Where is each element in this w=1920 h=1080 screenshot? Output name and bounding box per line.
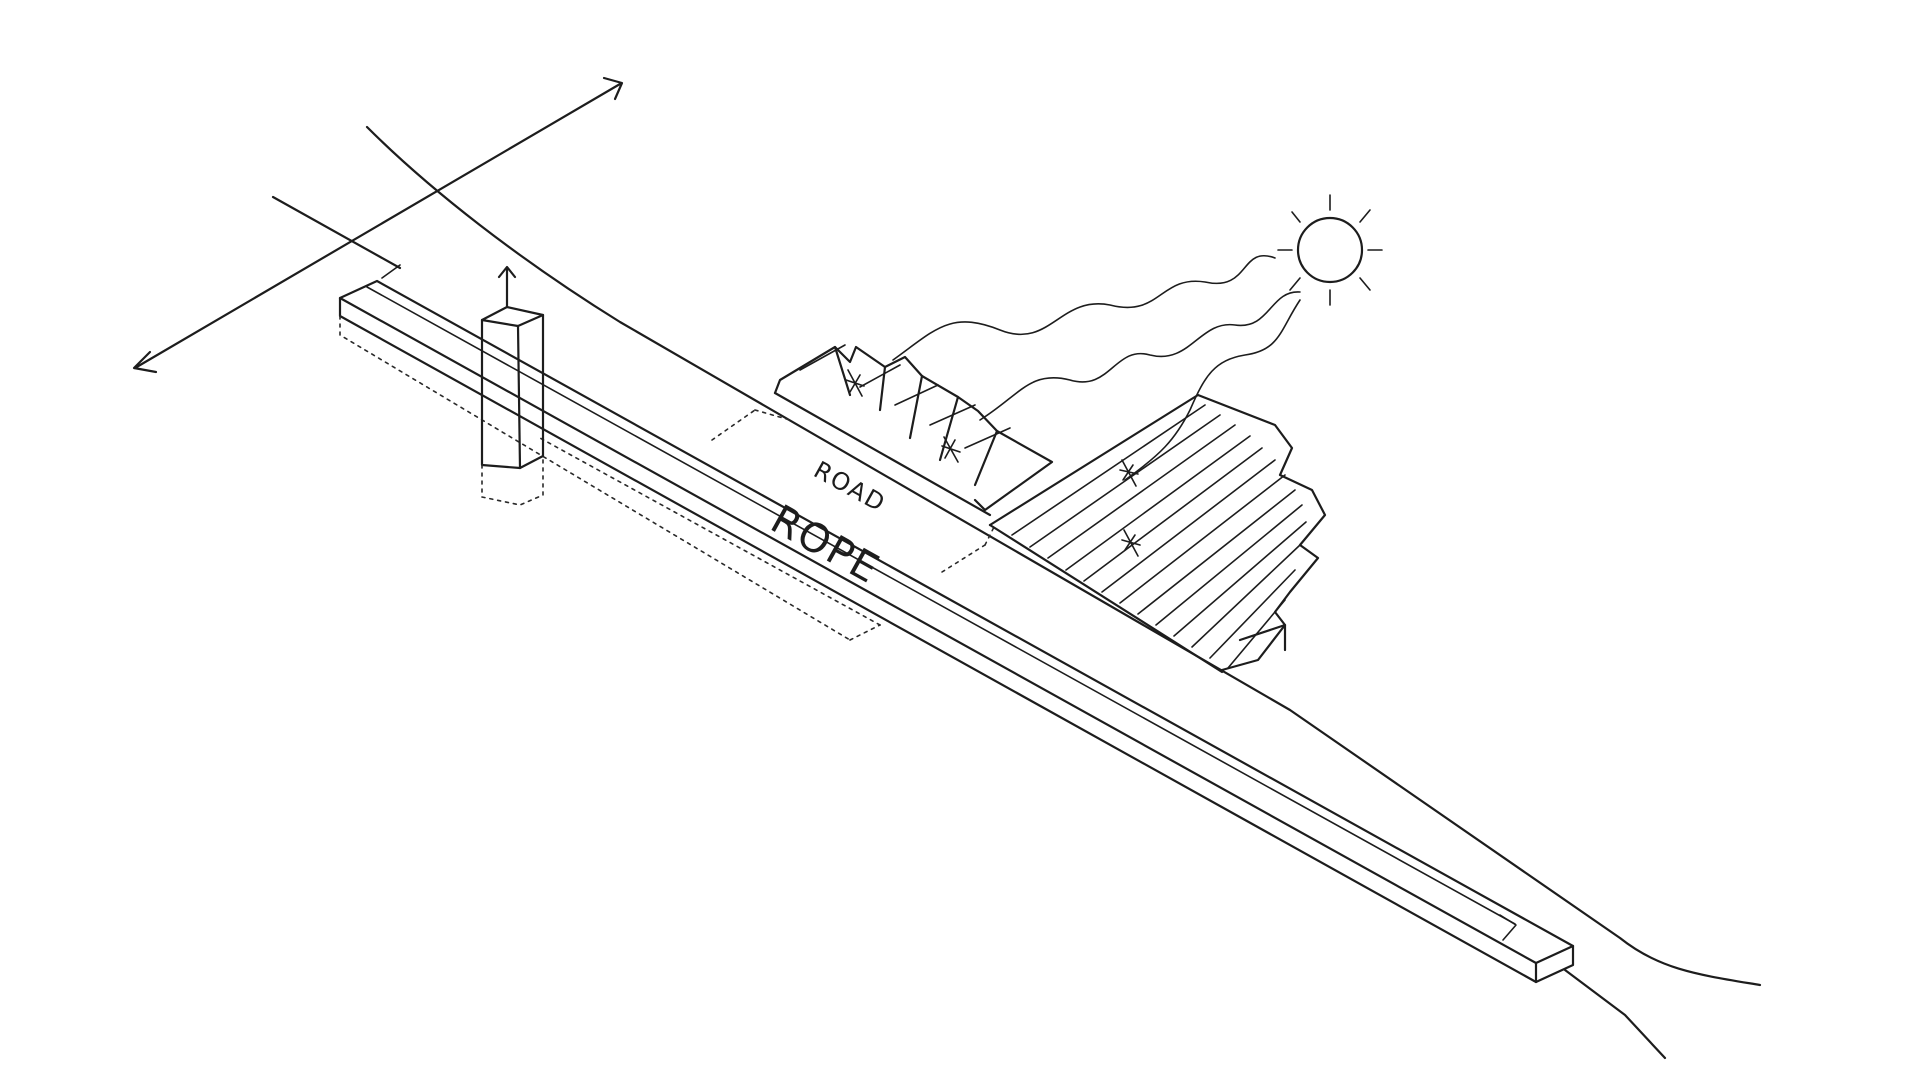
sun-icon — [1277, 194, 1383, 306]
terrain-slope-line — [365, 125, 1762, 1060]
vertical-post — [480, 265, 545, 506]
sunlight-rays — [892, 255, 1301, 481]
road-label: ROAD — [809, 456, 891, 518]
stepped-solar-panels — [773, 344, 1054, 517]
corrugated-solar-array — [988, 393, 1327, 674]
sparkle-icon — [845, 369, 1141, 557]
rope-beam — [338, 264, 1575, 984]
rope-shadow-dotted — [339, 315, 881, 641]
cross-direction-axis — [132, 76, 624, 374]
